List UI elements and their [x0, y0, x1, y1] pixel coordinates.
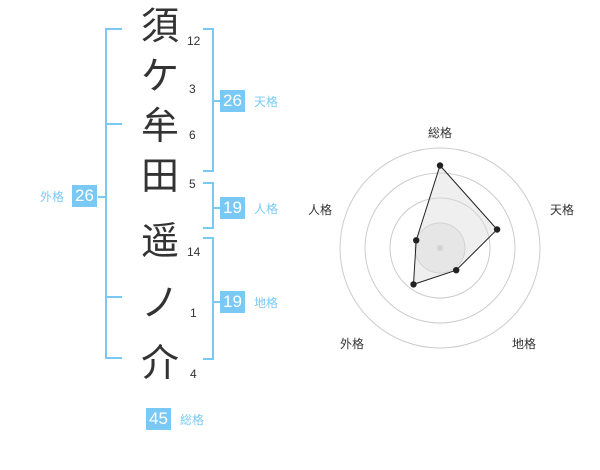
radar-label-tenkaku: 天格	[549, 203, 574, 217]
name-char-1: 須	[140, 4, 179, 48]
tenkaku-label: 天格	[254, 95, 279, 109]
jinkaku-label: 人格	[254, 202, 279, 216]
chikaku-label: 地格	[254, 296, 279, 310]
chikaku-bracket	[203, 237, 214, 360]
stroke-count-1: 12	[187, 34, 201, 48]
gaikaku-bracket	[105, 28, 122, 359]
radar-point-1	[436, 162, 444, 169]
jinkaku-value: 19	[220, 197, 245, 219]
radar-label-gaikaku: 外格	[339, 337, 364, 351]
stroke-count-5: 14	[187, 245, 201, 259]
radar-point-2	[493, 226, 501, 233]
name-char-4: 田	[140, 154, 179, 198]
jinkaku-bracket	[203, 182, 214, 229]
gaikaku-label: 外格	[40, 190, 65, 204]
radar-point-4	[410, 281, 417, 288]
radar-ring-4	[339, 147, 541, 349]
stroke-count-7: 4	[190, 367, 197, 381]
radar-label-jinkaku: 人格	[307, 203, 332, 217]
radar-center-dot	[437, 245, 443, 251]
name-char-3: 牟	[140, 104, 179, 148]
name-char-7: 介	[140, 341, 179, 385]
soukaku-value: 45	[146, 408, 171, 430]
tenkaku-value: 26	[220, 90, 245, 112]
chikaku-value: 19	[220, 291, 245, 313]
radar-point-5	[413, 237, 420, 244]
stroke-count-6: 1	[190, 306, 197, 320]
gaikaku-value: 26	[72, 185, 97, 207]
radar-series-polygon	[412, 164, 498, 286]
radar-label-soukaku: 総格	[427, 126, 452, 140]
radar-ring-3	[364, 172, 516, 324]
stroke-count-4: 5	[189, 177, 196, 191]
radar-point-3	[453, 267, 460, 274]
name-char-6: ノ	[140, 281, 179, 325]
radar-ring-2	[389, 197, 491, 299]
stroke-count-3: 6	[189, 128, 196, 142]
name-char-2: ケ	[140, 54, 179, 98]
radar-label-chikaku: 地格	[511, 337, 536, 351]
name-char-5: 遥	[140, 219, 179, 263]
stroke-count-2: 3	[189, 82, 196, 96]
soukaku-label: 総格	[180, 413, 205, 427]
